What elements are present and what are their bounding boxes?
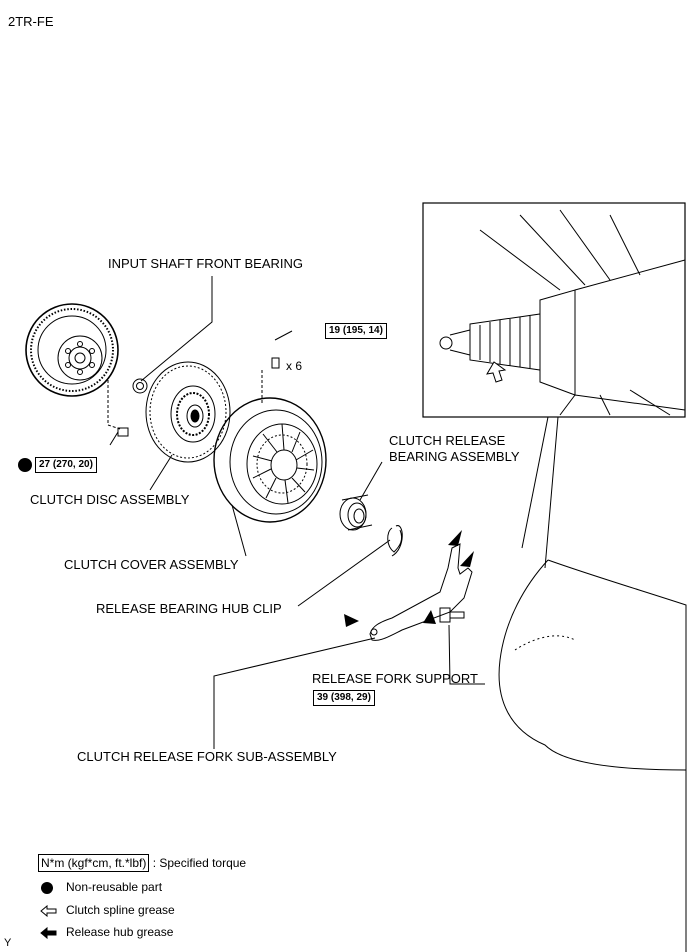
label-release-fork-support: RELEASE FORK SUPPORT — [312, 671, 478, 686]
flywheel-bolt — [107, 380, 129, 437]
legend-dot-icon — [41, 882, 53, 894]
shaft-detail — [439, 209, 686, 416]
label-clutch-disc-assembly: CLUTCH DISC ASSEMBLY — [30, 492, 190, 507]
flywheel — [25, 303, 119, 397]
release-bearing — [339, 494, 373, 531]
legend: N*m (kgf*cm, ft.*lbf) : Specified torque… — [30, 854, 330, 944]
hub-clip — [387, 525, 403, 557]
torque-flywheel-bolt: 27 (270, 20) — [35, 457, 97, 473]
torque-fork-support: 39 (398, 29) — [313, 690, 375, 706]
legend-filled-arrow-icon — [40, 927, 57, 939]
label-input-shaft-front-bearing: INPUT SHAFT FRONT BEARING — [108, 256, 304, 271]
label-release-bearing-hub-clip: RELEASE BEARING HUB CLIP — [96, 601, 282, 616]
label-clutch-release-bearing-1: CLUTCH RELEASE — [389, 433, 506, 448]
torque-cover-bolts: 19 (195, 14) — [325, 323, 387, 339]
clutch-cover — [213, 397, 327, 523]
engine-code: 2TR-FE — [8, 14, 54, 29]
legend-outline-arrow-icon — [40, 905, 57, 917]
label-clutch-cover-assembly: CLUTCH COVER ASSEMBLY — [64, 557, 239, 572]
quantity-label: x 6 — [286, 359, 303, 373]
transmission-housing — [498, 559, 687, 952]
cover-bolt — [261, 330, 293, 405]
legend-torque-box: N*m (kgf*cm, ft.*lbf) — [38, 854, 150, 872]
clutch-disc — [145, 361, 231, 463]
release-fork — [369, 543, 473, 641]
legend-torque-desc: : Specified torque — [152, 856, 247, 870]
input-shaft-bearing — [132, 378, 148, 394]
fork-support — [439, 607, 465, 623]
detail-box — [422, 202, 686, 418]
label-clutch-release-bearing-2: BEARING ASSEMBLY — [389, 449, 520, 464]
legend-nonreusable: Non-reusable part — [66, 880, 163, 894]
legend-hub-grease: Release hub grease — [66, 925, 174, 939]
nonreusable-marker — [18, 458, 32, 472]
label-clutch-release-fork: CLUTCH RELEASE FORK SUB-ASSEMBLY — [77, 749, 337, 764]
legend-spline-grease: Clutch spline grease — [66, 903, 175, 917]
corner-mark: Y — [4, 937, 12, 949]
